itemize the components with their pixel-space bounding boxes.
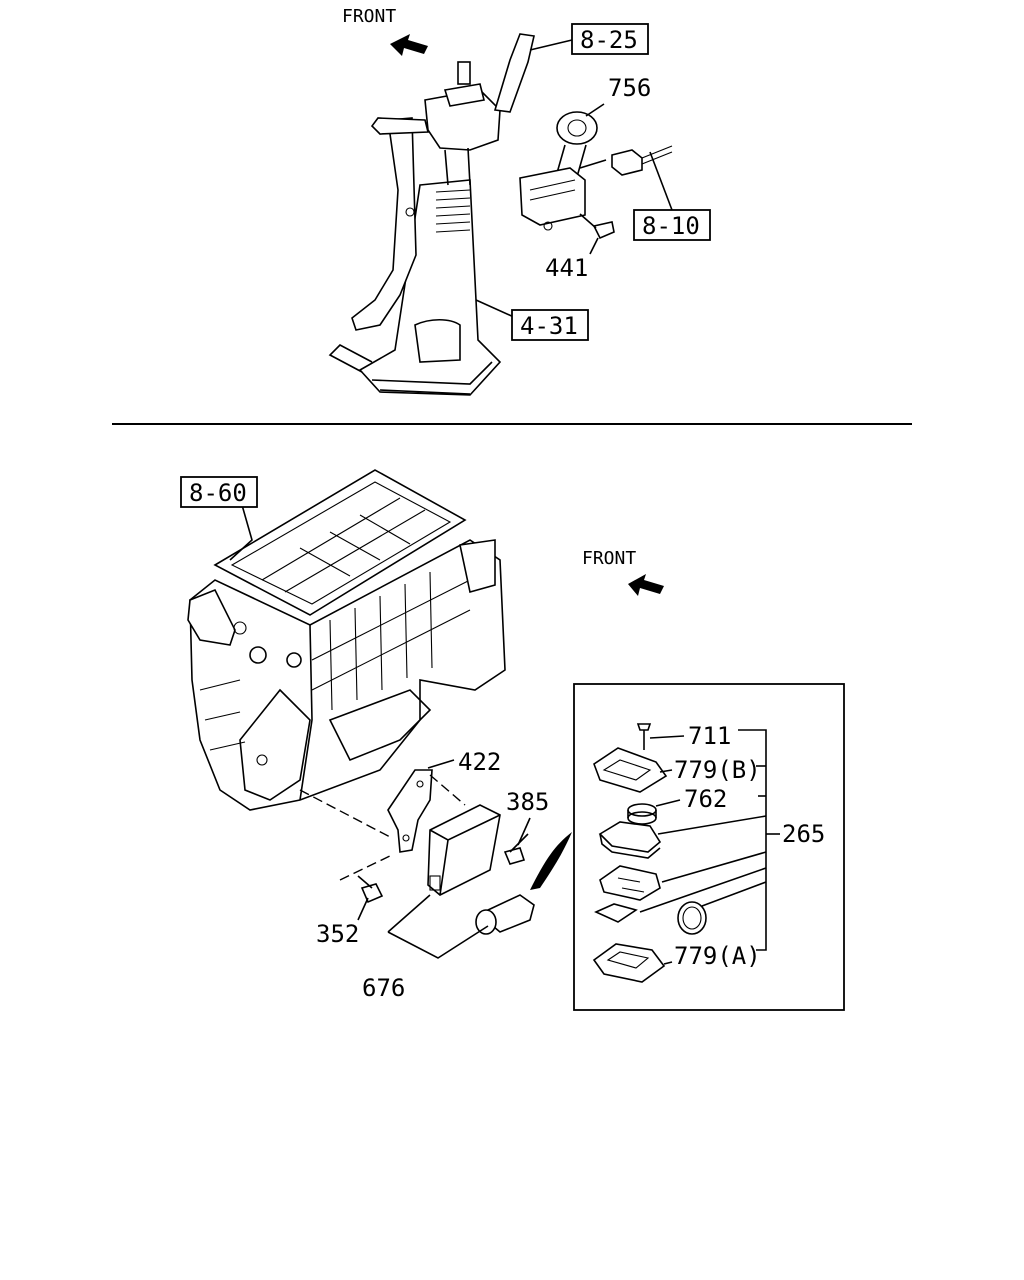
ref-8-10: 8-10: [642, 212, 700, 240]
steering-column-assembly: [328, 33, 535, 396]
part-352: 352: [316, 920, 359, 948]
bracket: [387, 769, 433, 853]
bolt-icon: [579, 213, 615, 240]
screw-icon: [636, 723, 652, 750]
fob-cover-a: [592, 943, 666, 983]
part-762: 762: [684, 785, 727, 813]
detail-box: [573, 683, 845, 1011]
part-422: 422: [458, 748, 501, 776]
ref-box-8-60: [180, 476, 258, 508]
immobilizer-antenna: [519, 111, 598, 231]
part-441: 441: [545, 254, 588, 282]
ref-4-31: 4-31: [520, 312, 578, 340]
front-label: FRONT: [342, 6, 396, 27]
bolt-icon: [357, 875, 384, 904]
battery-holder: [598, 821, 662, 859]
ref-box-8-25: [571, 23, 649, 55]
part-779a: 779(A): [674, 942, 761, 970]
hvac-unit: [187, 469, 506, 811]
detail-arrow-icon: [530, 832, 572, 890]
fob-cover-b: [593, 747, 668, 793]
front-label: FRONT: [582, 548, 636, 569]
control-unit-icon: [427, 804, 501, 896]
ref-8-25: 8-25: [580, 26, 638, 54]
battery-icon: [627, 803, 657, 825]
front-arrow-icon: [628, 574, 664, 596]
mount-line: [339, 854, 393, 881]
ref-box-4-31: [511, 309, 589, 341]
o-ring: [677, 901, 707, 935]
bolt-icon: [503, 833, 529, 865]
ref-8-60: 8-60: [189, 479, 247, 507]
key-fob-icon: [475, 894, 535, 935]
part-676: 676: [362, 974, 405, 1002]
part-385: 385: [506, 788, 549, 816]
part-779b: 779(B): [674, 756, 761, 784]
circuit-board: [599, 865, 661, 901]
mount-line: [299, 789, 393, 839]
part-756: 756: [608, 74, 651, 102]
front-arrow-icon: [390, 34, 428, 56]
ref-box-8-10: [633, 209, 711, 241]
key-blade: [594, 903, 638, 923]
part-711: 711: [688, 722, 731, 750]
part-265: 265: [782, 820, 825, 848]
connector: [611, 145, 673, 176]
